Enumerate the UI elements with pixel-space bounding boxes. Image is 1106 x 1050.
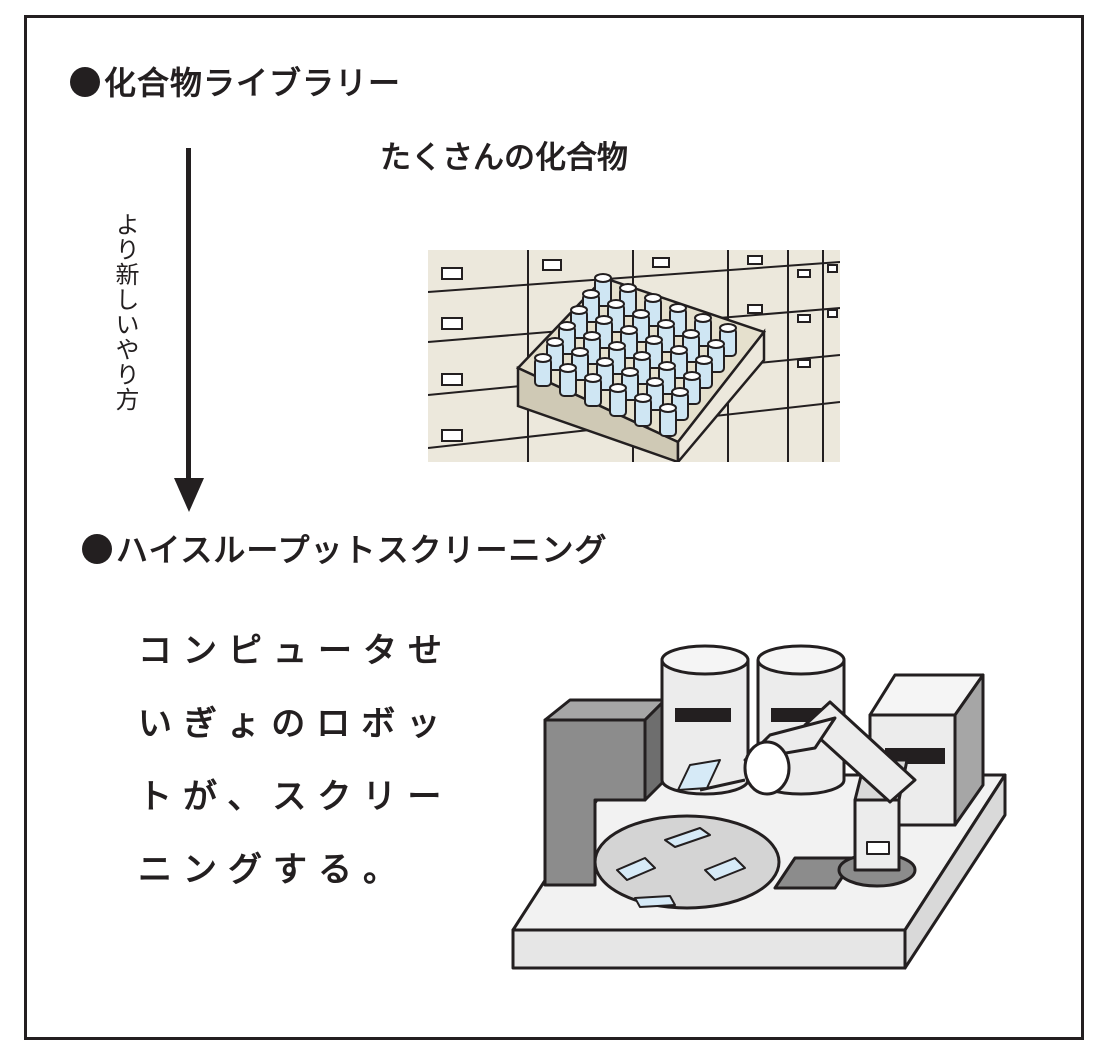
vial-cap-icon: [559, 363, 577, 373]
vial-cap-icon: [719, 323, 737, 333]
description-line: ニングする。: [138, 850, 408, 890]
diagram-frame: [24, 15, 1084, 1040]
screening-heading: ハイスループットスクリーニング: [82, 525, 607, 571]
down-arrow-icon: [174, 478, 204, 512]
vial-cap-icon: [645, 335, 663, 345]
vial-cap-icon: [608, 341, 626, 351]
vial-cap-icon: [571, 347, 589, 357]
vial-cap-icon: [609, 383, 627, 393]
vial-cap-icon: [671, 387, 689, 397]
description-line: コンピュータせ: [138, 631, 453, 671]
compound-library-illustration: [428, 250, 840, 462]
vial-cap-icon: [620, 325, 638, 335]
screening-description: コンピュータせ いぎょのロボッ トが、スクリー ニングする。: [138, 615, 453, 907]
vial-cap-icon: [583, 331, 601, 341]
vial-cap-icon: [582, 289, 600, 299]
vial-cap-icon: [694, 313, 712, 323]
vial-cap-icon: [670, 345, 688, 355]
library-heading-text: 化合物ライブラリー: [104, 64, 402, 102]
vial-cap-icon: [669, 303, 687, 313]
vial-cap-icon: [607, 299, 625, 309]
vial-cap-icon: [534, 353, 552, 363]
vial-cap-icon: [695, 355, 713, 365]
bullet-icon: [70, 67, 100, 97]
vial-cap-icon: [570, 305, 588, 315]
vial-cap-icon: [584, 373, 602, 383]
vial-cap-icon: [596, 357, 614, 367]
vial-cap-icon: [594, 273, 612, 283]
vial-cap-icon: [558, 321, 576, 331]
arrow-label: より新しいやり方: [111, 212, 139, 412]
vial-cap-icon: [659, 403, 677, 413]
vial-cap-icon: [632, 309, 650, 319]
vial-cap-icon: [682, 329, 700, 339]
vial-cap-icon: [658, 361, 676, 371]
vial-cap-icon: [644, 293, 662, 303]
vial-cap-icon: [595, 315, 613, 325]
bullet-icon: [82, 534, 112, 564]
down-arrow-shaft: [186, 148, 191, 483]
vial-cap-icon: [657, 319, 675, 329]
vial-cap-icon: [707, 339, 725, 349]
vial-cap-icon: [621, 367, 639, 377]
library-subtitle: たくさんの化合物: [380, 140, 628, 176]
vial-cap-icon: [546, 337, 564, 347]
vial-cap-icon: [633, 351, 651, 361]
description-line: いぎょのロボッ: [138, 704, 452, 744]
description-line: トが、スクリー: [138, 777, 453, 817]
library-heading: 化合物ライブラリー: [70, 58, 401, 104]
screening-heading-text: ハイスループットスクリーニング: [116, 531, 608, 569]
vial-cap-icon: [646, 377, 664, 387]
vial-cap-icon: [634, 393, 652, 403]
screening-robot-illustration: [511, 644, 1007, 970]
vial-cap-icon: [619, 283, 637, 293]
vial-cap-icon: [683, 371, 701, 381]
